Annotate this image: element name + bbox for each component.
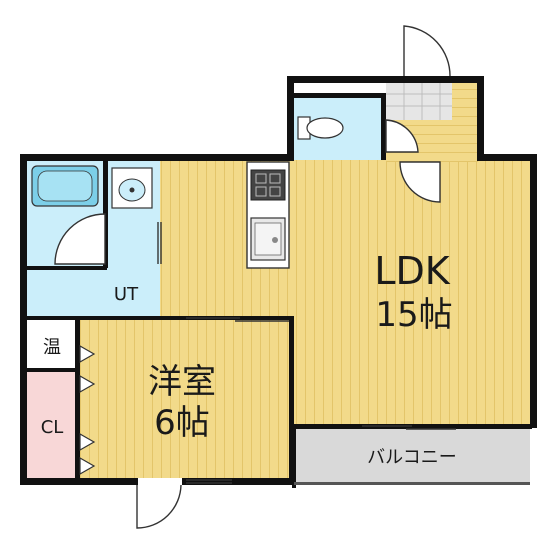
water-heater-label: 温 xyxy=(43,337,61,358)
western-room-size-label: 6帖 xyxy=(154,403,210,443)
wall-entrance-top xyxy=(384,76,484,83)
wall-toilet-left xyxy=(287,76,294,161)
utility-label: UT xyxy=(114,284,139,305)
washbasin-drain xyxy=(129,187,135,193)
ldk-door xyxy=(399,161,441,203)
stove-burners xyxy=(255,173,281,197)
entrance-tile-grid xyxy=(386,82,452,120)
western-room-door xyxy=(136,484,182,529)
sliding-doors xyxy=(157,222,456,484)
wall-toilet-top xyxy=(287,76,387,83)
doors xyxy=(54,25,451,529)
wall-toilet-divider xyxy=(289,93,386,98)
wall-bottom-left xyxy=(20,478,138,485)
wall-balcony-left xyxy=(292,426,296,488)
wall-closet-right xyxy=(75,320,80,480)
closet-label: CL xyxy=(41,417,64,438)
bathtub-inner xyxy=(37,170,93,202)
wall-right xyxy=(530,154,537,428)
wall-top-right xyxy=(478,154,536,161)
ldk-size-label: 15帖 xyxy=(375,295,452,335)
utility-floor xyxy=(27,268,160,318)
wall-left xyxy=(20,154,27,484)
kitchen-faucet xyxy=(272,237,278,243)
balcony-rail xyxy=(294,482,530,485)
wall-heater-bottom xyxy=(27,368,77,372)
entrance-tile xyxy=(386,82,452,120)
wall-western-right xyxy=(289,318,294,478)
toilet-door xyxy=(385,119,419,153)
water-heater-space xyxy=(27,320,77,370)
wall-utility-bottom xyxy=(27,316,294,320)
ldk-label: LDK xyxy=(374,249,450,293)
wall-toilet-right xyxy=(381,93,386,160)
stove xyxy=(250,169,286,201)
entrance-door xyxy=(403,25,451,77)
closet-floor xyxy=(27,372,77,478)
wall-top-left xyxy=(20,154,292,161)
wall-bottom-mid xyxy=(182,478,294,485)
bathroom-door xyxy=(54,213,106,265)
western-room-floor xyxy=(80,318,294,478)
toilet-bowl xyxy=(306,117,344,139)
balcony-floor xyxy=(294,428,530,484)
balcony-label: バルコニー xyxy=(367,447,457,468)
wall-bathroom-bottom xyxy=(27,266,107,270)
closet-door-markers xyxy=(79,344,96,476)
wall-entrance-right xyxy=(477,76,484,161)
western-room-label: 洋室 xyxy=(148,362,216,402)
